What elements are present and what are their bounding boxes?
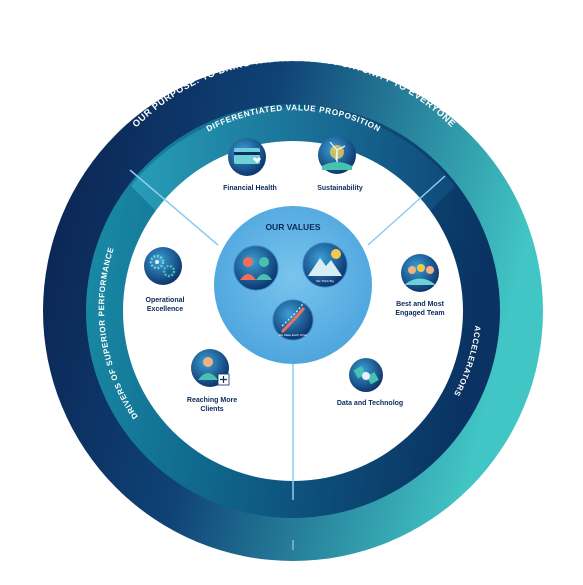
credit-card-heart-icon: [234, 148, 261, 164]
item-data-technology-label: Data and Technolog: [337, 400, 403, 407]
value-badge-2-caption: We Think Big: [316, 279, 334, 283]
divider-line-right: [367, 175, 446, 246]
data-satellite-icon: [353, 366, 379, 385]
value-badge-3: We Make Each Other: [272, 299, 314, 341]
team-collaboration-icon: [240, 257, 272, 280]
item-sustainability-label: Sustainability: [317, 185, 363, 192]
item-engaged-team: Best and Most Engaged Team: [395, 254, 445, 317]
value-badge-2: We Think Big: [302, 242, 348, 288]
item-financial-health: Financial Health: [223, 138, 277, 192]
mountain-peak-icon: [308, 249, 342, 276]
item-operational-excellence: Operational Excellence: [144, 247, 184, 313]
item-engaged-team-label-2: Engaged Team: [395, 310, 444, 317]
item-engaged-team-label-1: Best and Most: [396, 301, 445, 308]
item-reaching-clients-label-2: Clients: [200, 406, 223, 413]
values-title: OUR VALUES: [265, 222, 320, 232]
dna-helix-icon: [280, 301, 306, 334]
item-sustainability: Sustainability: [317, 136, 363, 192]
team-group-icon: [404, 264, 436, 285]
value-badge-3-caption: We Make Each Other: [279, 333, 308, 337]
value-badge-1: [233, 245, 279, 291]
client-plus-icon: [198, 357, 230, 386]
item-reaching-clients-label-1: Reaching More: [187, 397, 237, 404]
divider-line-left: [129, 169, 219, 246]
gears-icon: [149, 254, 176, 278]
value-ring-top-band: [131, 107, 455, 217]
item-operational-excellence-label-1: Operational: [146, 297, 185, 304]
item-financial-health-label: Financial Health: [223, 185, 277, 192]
item-data-technology: Data and Technolog: [337, 358, 403, 407]
item-operational-excellence-label-2: Excellence: [147, 306, 183, 313]
item-reaching-clients: Reaching More Clients: [187, 349, 237, 413]
wind-turbine-icon: [322, 141, 352, 170]
